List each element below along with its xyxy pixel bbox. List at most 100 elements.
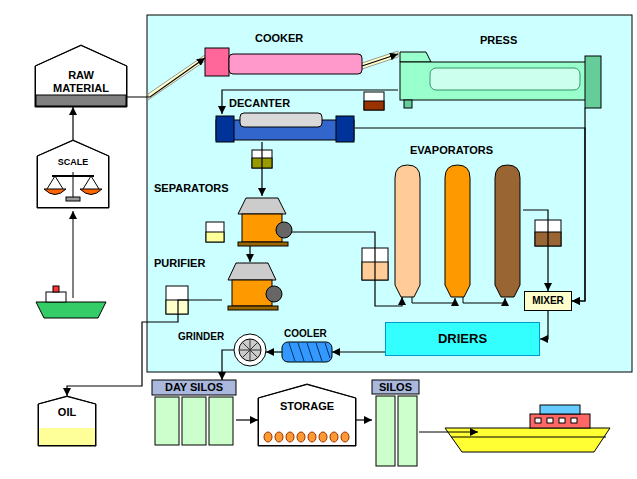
building-fill xyxy=(258,384,356,446)
meal-bag xyxy=(297,432,305,442)
tank-fill xyxy=(38,396,96,446)
separator-base xyxy=(238,242,288,246)
oil-sample xyxy=(166,300,188,314)
silo xyxy=(376,396,395,466)
concentrate-sample xyxy=(535,232,561,246)
equipment-label: DECANTER xyxy=(229,97,290,110)
conveyor xyxy=(362,51,398,69)
plant-panel xyxy=(147,15,632,372)
grinder-hammers xyxy=(239,339,261,361)
flow-arrow xyxy=(332,351,385,352)
house-outline-path xyxy=(259,385,356,446)
node-label: DAY SILOS xyxy=(165,381,223,394)
scale-post xyxy=(73,172,74,197)
equipment-node: COOLER xyxy=(282,342,332,362)
meal-bag xyxy=(319,432,327,442)
tank-node: OIL xyxy=(38,396,96,446)
decanter-liquor xyxy=(252,158,272,168)
decanter-end xyxy=(216,116,234,142)
process-box: MIXER xyxy=(524,291,572,311)
evaporator-column xyxy=(445,165,470,297)
meal-bag xyxy=(275,432,283,442)
beaker xyxy=(206,222,224,242)
building-node: STORAGE xyxy=(258,384,356,446)
ship-hull xyxy=(445,428,610,452)
equipment-label: COOLER xyxy=(284,328,327,340)
flow-arrow xyxy=(266,351,282,352)
ship-window xyxy=(559,418,565,423)
node-label: STORAGE xyxy=(280,400,334,413)
equipment-node: DECANTER xyxy=(215,114,355,142)
ship-window xyxy=(535,418,541,423)
equipment-label: COOKER xyxy=(255,32,303,45)
node-label: RAW MATERIAL xyxy=(45,69,117,95)
equipment-label: SEPARATORS xyxy=(154,182,229,195)
ship-funnel xyxy=(53,286,59,292)
process-box: DRIERS xyxy=(385,322,540,356)
press-leg xyxy=(404,100,412,108)
scale-base xyxy=(66,197,80,201)
beaker xyxy=(364,92,384,110)
ship-hull xyxy=(36,302,106,318)
building-node: SCALE xyxy=(37,140,109,208)
equipment-node: GRINDER xyxy=(234,334,266,366)
house-outline xyxy=(38,396,96,446)
grinder-rotor xyxy=(239,339,261,361)
separator-body xyxy=(242,214,282,242)
beaker xyxy=(362,248,388,280)
meal-bag xyxy=(286,432,294,442)
meal-bag xyxy=(330,432,338,442)
press-body xyxy=(400,62,586,100)
stickwater-sample xyxy=(362,262,388,280)
flow-arrow xyxy=(249,246,250,262)
cooler-screw xyxy=(282,342,332,362)
house-outline-path xyxy=(36,46,127,107)
scale-pan xyxy=(80,189,102,195)
screw-flights xyxy=(289,343,330,361)
press-hopper xyxy=(400,52,431,62)
scale-pan xyxy=(44,189,66,195)
silo-node: SILOS xyxy=(372,380,419,466)
beaker xyxy=(535,220,561,246)
house-outline xyxy=(37,140,109,208)
cooker-drum xyxy=(229,54,362,74)
ship-bridge xyxy=(540,405,580,414)
ship-cabin xyxy=(530,414,590,428)
hull-stripe xyxy=(451,437,606,438)
node-label: SILOS xyxy=(379,381,412,394)
equipment-node: SEPARATORS xyxy=(232,196,292,246)
node-label: DRIERS xyxy=(438,331,487,346)
equipment-node: PURIFIER xyxy=(222,262,282,310)
conveyor xyxy=(148,55,205,100)
scale-strings xyxy=(47,176,99,189)
silo-node: DAY SILOS xyxy=(152,380,236,446)
house-outline-path xyxy=(39,397,96,446)
purifier-bowl xyxy=(228,263,276,280)
flow-arrow xyxy=(362,54,398,66)
flow-arrow xyxy=(355,128,585,301)
flow-arrow xyxy=(222,90,398,114)
flow-arrow xyxy=(572,108,585,301)
flow-arrow xyxy=(292,232,402,306)
flow-arrow xyxy=(72,107,73,140)
node-label: MIXER xyxy=(532,295,564,307)
material-pile xyxy=(36,95,126,106)
separator-bowl xyxy=(238,198,286,214)
purifier-body xyxy=(232,280,272,306)
silo xyxy=(398,396,417,466)
oil-sample xyxy=(206,232,224,242)
node-label: OIL xyxy=(58,406,76,419)
silo-sign xyxy=(152,380,236,395)
meal-bag xyxy=(341,432,349,442)
ship-window xyxy=(571,418,577,423)
evaporator-column xyxy=(495,165,520,297)
equipment-label: PRESS xyxy=(480,34,517,47)
evaporator-link xyxy=(463,297,505,303)
flow-arrow xyxy=(222,350,234,380)
silo xyxy=(182,397,206,445)
flow-arrow xyxy=(236,419,258,420)
purifier-motor xyxy=(266,286,282,302)
flow-arrow xyxy=(540,311,548,339)
connector-group xyxy=(67,54,585,420)
